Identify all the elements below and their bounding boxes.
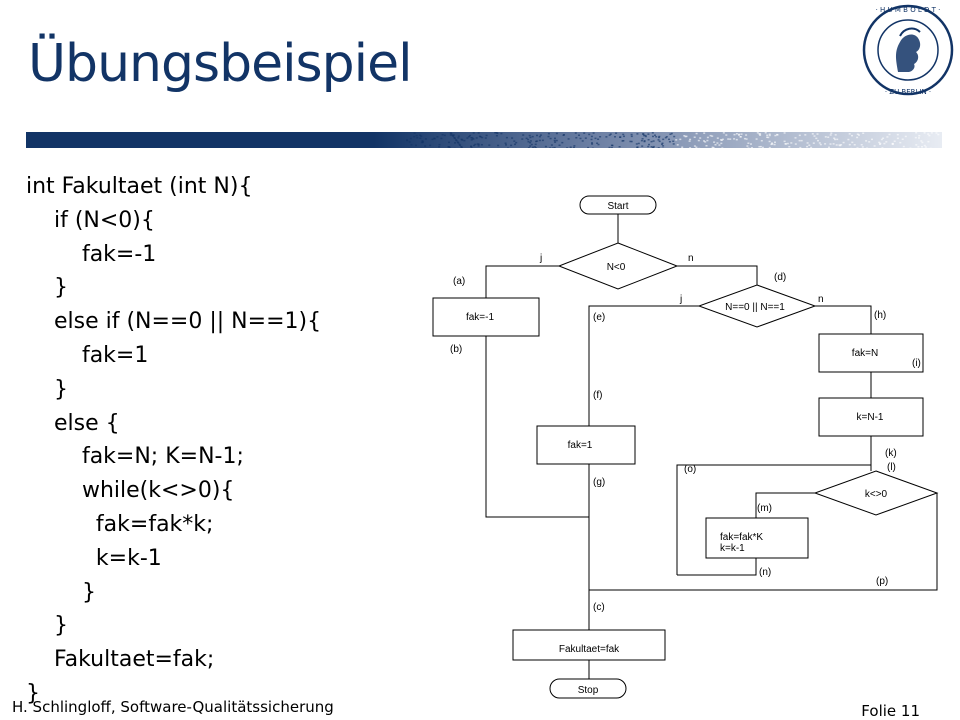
edge-label-e: (e)	[593, 312, 605, 323]
box-result-shape	[512, 629, 666, 661]
edge-label-c: (c)	[593, 602, 605, 613]
edge-label-k: (k)	[885, 448, 897, 459]
decision-k-label: k<>0	[865, 489, 888, 500]
code-line: fak=1	[26, 342, 149, 368]
branch-j-label-2: j	[679, 294, 682, 305]
decision-k-shape	[813, 470, 939, 516]
svg-text:· ZU BERLIN ·: · ZU BERLIN ·	[885, 88, 931, 96]
box-loop-label-2: k=k-1	[720, 543, 745, 554]
box-fakN-label: fak=N	[852, 348, 878, 359]
svg-text:· H U M B O L D T ·: · H U M B O L D T ·	[876, 6, 941, 14]
code-line: }	[26, 376, 68, 402]
start-label: Start	[607, 201, 628, 212]
edge-label-b: (b)	[450, 344, 462, 355]
box-loop-label-1: fak=fak*K	[720, 532, 763, 543]
decision-n-eq-shape	[697, 284, 817, 328]
edge-label-d: (d)	[774, 272, 786, 283]
footer-page-number: Folie 11	[861, 702, 920, 720]
footer-author: H. Schlingloff, Software-Qualitätssicher…	[12, 698, 334, 716]
code-line: }	[26, 275, 68, 301]
code-line: k=k-1	[26, 545, 162, 571]
branch-n-label: n	[688, 253, 694, 264]
box-fak-neg-shape	[432, 297, 540, 337]
edge-label-g: (g)	[593, 477, 605, 488]
edge-label-m: (m)	[757, 503, 772, 514]
edge-label-i: (i)	[912, 358, 921, 369]
code-line: }	[26, 613, 68, 639]
box-loop-shape	[705, 517, 809, 559]
university-seal-icon: · H U M B O L D T · · ZU BERLIN ·	[862, 4, 954, 96]
stop-terminator	[549, 678, 627, 699]
decision-n-lt0-shape	[557, 242, 679, 290]
title-underline-banner	[26, 132, 942, 148]
edge-label-o: (o)	[684, 464, 696, 475]
code-line: }	[26, 579, 96, 605]
box-result-label: Fakultaet=fak	[559, 644, 620, 655]
branch-n-label-2: n	[818, 294, 824, 305]
edge-label-h: (h)	[874, 310, 886, 321]
box-fak-neg-label: fak=-1	[466, 312, 495, 323]
edge-label-l: (l)	[887, 462, 896, 473]
stop-label: Stop	[578, 685, 599, 696]
box-fakN-shape	[818, 333, 924, 373]
code-line: int Fakultaet (int N){	[26, 174, 253, 199]
edge-label-n: (n)	[759, 567, 771, 578]
box-fak1-label: fak=1	[568, 440, 593, 451]
code-line: if (N<0){	[26, 207, 155, 233]
code-line: fak=N; K=N-1;	[26, 444, 244, 470]
decision-n-lt0-label: N<0	[607, 262, 626, 273]
slide-title: Übungsbeispiel	[28, 34, 413, 94]
code-line: Fakultaet=fak;	[26, 647, 215, 673]
edge-label-f: (f)	[593, 390, 602, 401]
code-line: fak=fak*k;	[26, 511, 214, 537]
code-line: fak=-1	[26, 241, 157, 267]
code-line: else if (N==0 || N==1){	[26, 309, 322, 335]
code-line: else {	[26, 410, 120, 436]
edge-label-p: (p)	[876, 576, 888, 587]
box-fak1-shape	[536, 425, 636, 465]
branch-j-label: j	[539, 253, 542, 264]
box-kN-shape	[818, 397, 924, 437]
code-line: while(k<>0){	[26, 478, 235, 504]
start-terminator	[579, 195, 657, 215]
decision-n-eq-label: N==0 || N==1	[725, 302, 785, 313]
code-line: }	[26, 680, 40, 706]
box-kN-label: k=N-1	[857, 412, 884, 423]
code-listing: int Fakultaet (int N){ if (N<0){ fak=-1 …	[26, 170, 321, 711]
edge-label-a: (a)	[453, 276, 465, 287]
